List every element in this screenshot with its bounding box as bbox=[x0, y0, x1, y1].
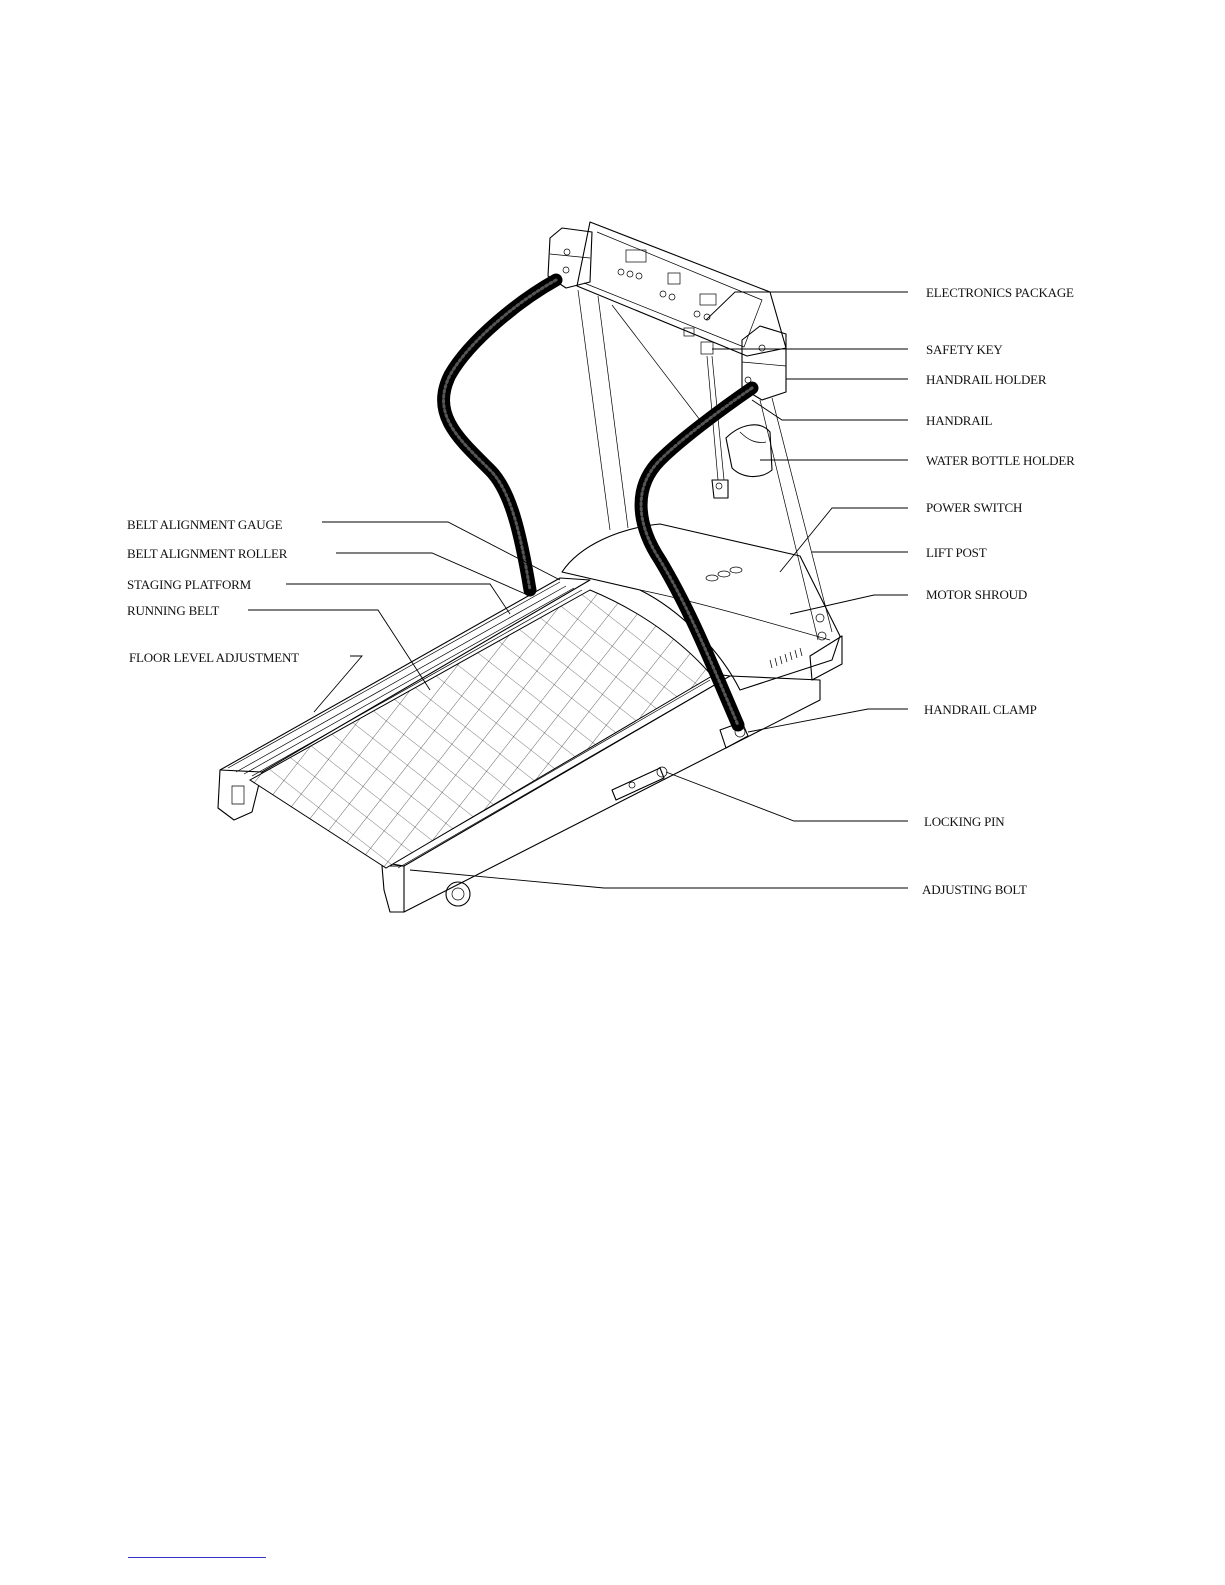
label-water-bottle-holder: WATER BOTTLE HOLDER bbox=[926, 453, 1075, 468]
label-power-switch: POWER SWITCH bbox=[926, 500, 1022, 515]
label-motor-shroud: MOTOR SHROUD bbox=[926, 587, 1027, 602]
label-safety-key: SAFETY KEY bbox=[926, 342, 1003, 357]
label-belt-alignment-gauge: BELT ALIGNMENT GAUGE bbox=[127, 517, 283, 532]
label-floor-level-adjustment: FLOOR LEVEL ADJUSTMENT bbox=[129, 650, 299, 665]
footer-rule bbox=[128, 1557, 266, 1558]
water-bottle-holder bbox=[726, 425, 772, 477]
label-running-belt: RUNNING BELT bbox=[127, 603, 219, 618]
lift-post bbox=[578, 290, 832, 640]
label-staging-platform: STAGING PLATFORM bbox=[127, 577, 252, 592]
label-handrail: HANDRAIL bbox=[926, 413, 993, 428]
label-electronics-package: ELECTRONICS PACKAGE bbox=[926, 285, 1074, 300]
running-belt bbox=[250, 590, 712, 868]
label-handrail-holder: HANDRAIL HOLDER bbox=[926, 372, 1047, 387]
locking-pin bbox=[612, 767, 667, 800]
label-lift-post: LIFT POST bbox=[926, 545, 987, 560]
adjusting-bolt bbox=[446, 882, 470, 906]
safety-key bbox=[707, 356, 728, 498]
label-locking-pin: LOCKING PIN bbox=[924, 814, 1005, 829]
electronics-package bbox=[577, 222, 786, 356]
label-belt-alignment-roller: BELT ALIGNMENT ROLLER bbox=[127, 546, 288, 561]
label-adjusting-bolt: ADJUSTING BOLT bbox=[922, 882, 1027, 897]
label-handrail-clamp: HANDRAIL CLAMP bbox=[924, 702, 1037, 717]
